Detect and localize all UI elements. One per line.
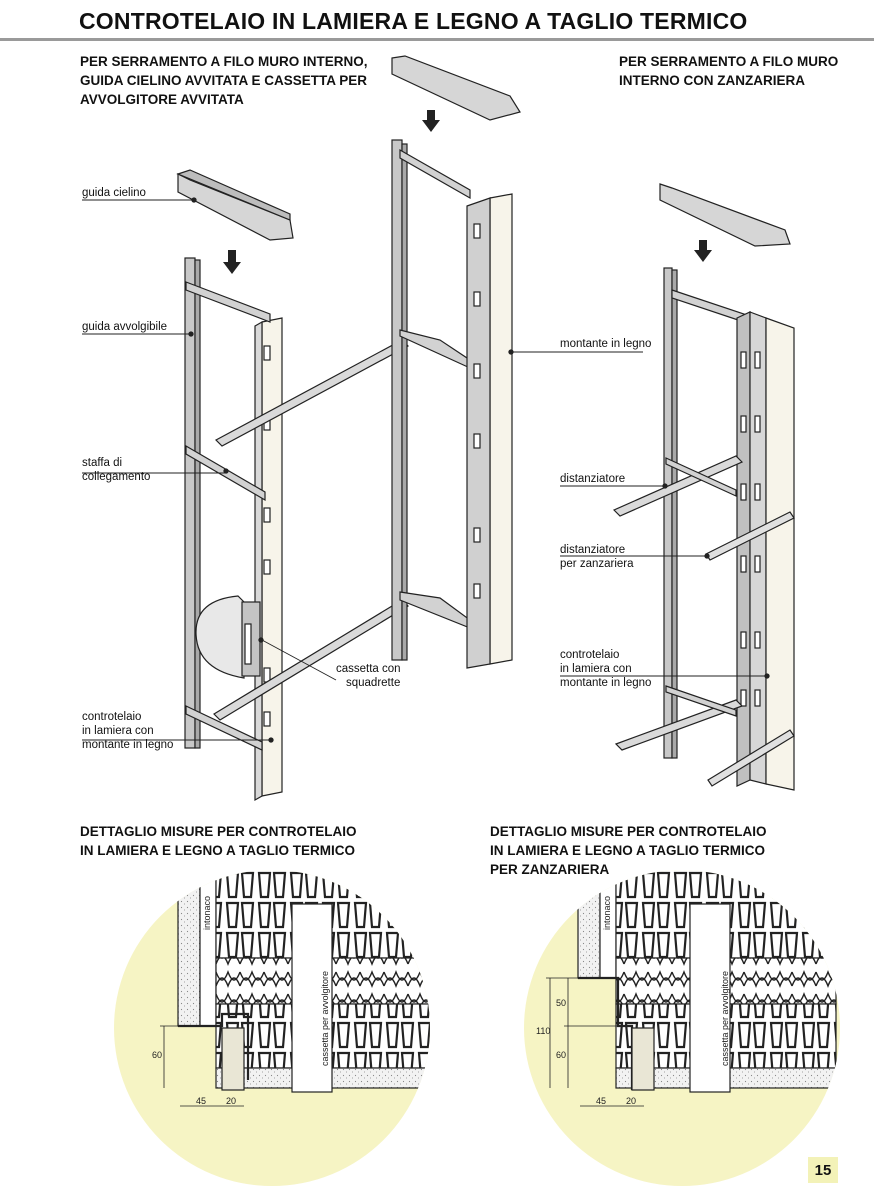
right-detail-dim-top: 50 bbox=[556, 998, 566, 1008]
label-distanziatore-zanzariera: distanziatore per zanzariera bbox=[560, 544, 634, 570]
label-cassetta: cassetta con squadrette bbox=[336, 663, 401, 689]
right-assembly bbox=[612, 183, 795, 791]
label-montante: montante in legno bbox=[560, 338, 652, 350]
label-staffa: staffa di collegamento bbox=[82, 457, 151, 483]
label-guida-avvolgibile: guida avvolgibile bbox=[82, 321, 168, 333]
right-detail-dim-w2: 20 bbox=[626, 1096, 636, 1106]
page-number: 15 bbox=[808, 1157, 838, 1183]
left-detail-dim-w2: 20 bbox=[226, 1096, 236, 1106]
title-rule bbox=[0, 38, 874, 41]
label-controtelaio-left: controtelaio in lamiera con montante in … bbox=[82, 711, 174, 751]
label-controtelaio-right: controtelaio in lamiera con montante in … bbox=[560, 649, 652, 689]
label-distanziatore: distanziatore bbox=[560, 473, 626, 485]
detail-left-heading: DETTAGLIO MISURE PER CONTROTELAIO IN LAM… bbox=[80, 824, 357, 858]
right-detail-intonaco: intonaco bbox=[602, 896, 612, 930]
left-section-heading: PER SERRAMENTO A FILO MURO INTERNO, GUID… bbox=[80, 54, 368, 107]
left-assembly bbox=[176, 55, 521, 802]
right-detail-dim-bottom: 60 bbox=[556, 1050, 566, 1060]
page-title: CONTROTELAIO IN LAMIERA E LEGNO A TAGLIO… bbox=[79, 8, 748, 34]
right-detail-dim-total: 110 bbox=[536, 1026, 550, 1036]
right-section-heading: PER SERRAMENTO A FILO MURO INTERNO CON Z… bbox=[619, 54, 839, 88]
left-detail-dim-height: 60 bbox=[152, 1050, 162, 1060]
detail-right-heading: DETTAGLIO MISURE PER CONTROTELAIO IN LAM… bbox=[490, 824, 767, 877]
right-detail-cassetta-label: cassetta per avvolgitore bbox=[720, 971, 730, 1066]
left-detail-intonaco: intonaco bbox=[202, 896, 212, 930]
right-detail-dim-w1: 45 bbox=[596, 1096, 606, 1106]
label-guida-cielino: guida cielino bbox=[82, 187, 146, 199]
left-detail-cassetta-label: cassetta per avvolgitore bbox=[320, 971, 330, 1066]
left-detail-dim-w1: 45 bbox=[196, 1096, 206, 1106]
